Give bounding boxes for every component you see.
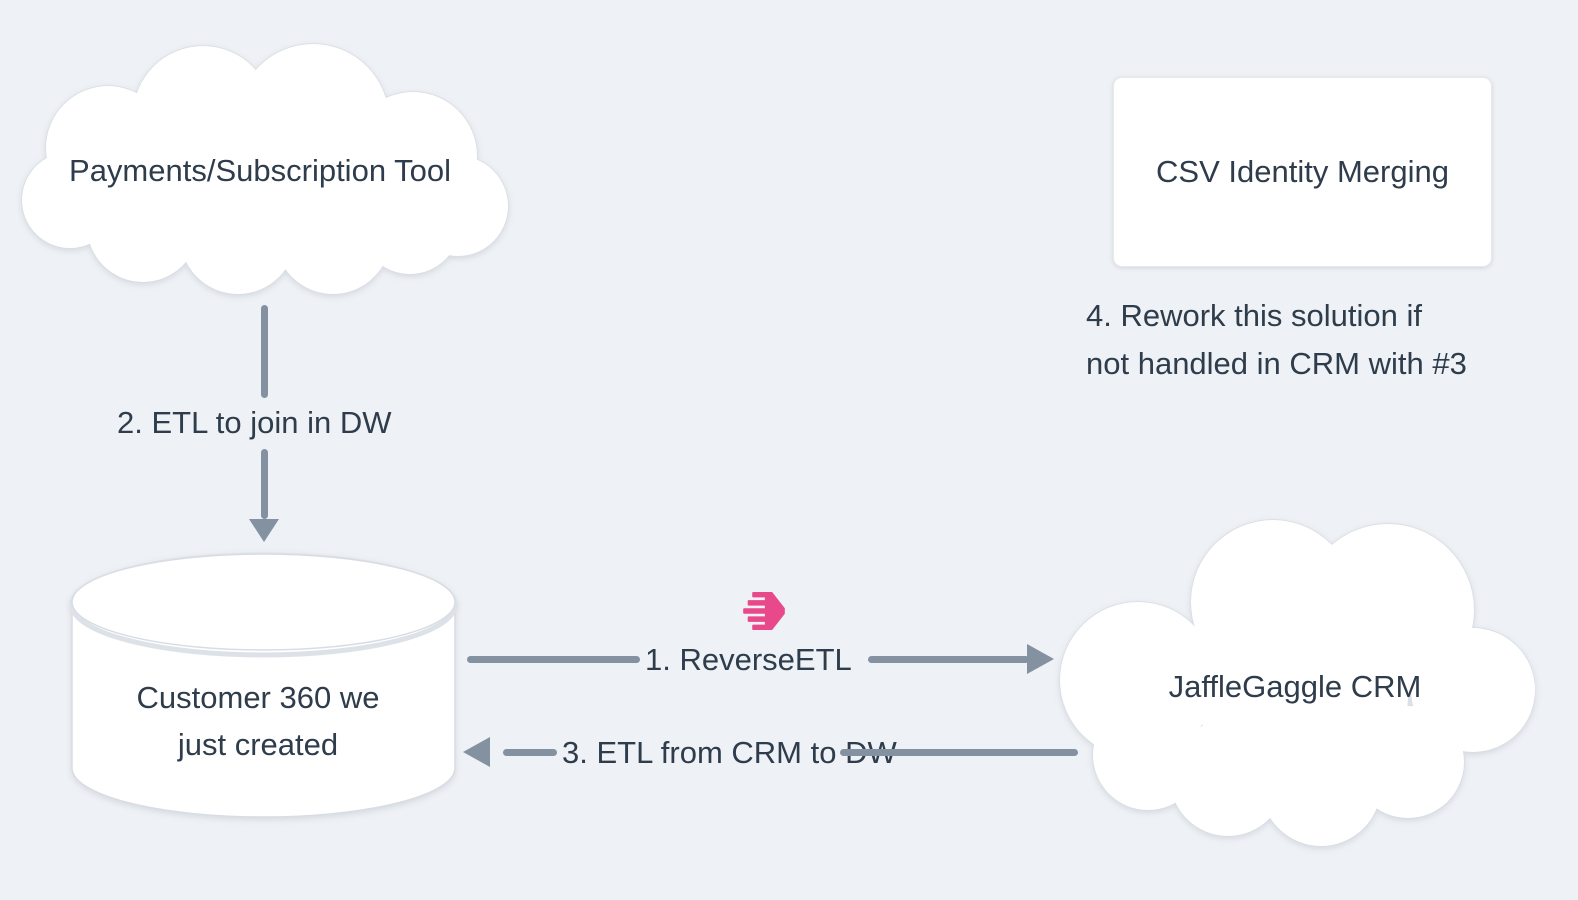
customer-360-label-line1: Customer 360 we — [136, 680, 380, 715]
customer-360-label: Customer 360 we just created — [80, 674, 436, 768]
edge-reverse-etl-line-left — [467, 656, 640, 663]
customer-360-cylinder-shape — [70, 552, 458, 818]
rework-note-line1: 4. Rework this solution if — [1086, 298, 1422, 333]
customer-360-label-line2: just created — [177, 727, 339, 762]
edge-etl-from-crm-line-right — [840, 749, 1078, 756]
payments-cloud-shape — [21, 43, 509, 295]
hightouch-logo-icon — [743, 592, 785, 630]
edge-etl-to-join-line-top — [261, 305, 268, 398]
rework-note: 4. Rework this solution if not handled i… — [1086, 292, 1467, 388]
edge-reverse-etl-line-right — [868, 656, 1029, 663]
edge-reverse-etl-label: 1. ReverseETL — [645, 642, 852, 677]
edge-etl-to-join-line-bottom — [261, 449, 268, 519]
arrowhead-right-icon — [1027, 644, 1054, 674]
arrowhead-left-icon — [463, 737, 490, 767]
crm-cloud-shape — [1059, 519, 1535, 847]
crm-cloud-label: JaffleGaggle CRM — [1168, 669, 1422, 704]
edge-etl-from-crm-line-left — [503, 749, 557, 756]
edge-etl-to-join-label: 2. ETL to join in DW — [117, 405, 392, 440]
csv-identity-merging-card: CSV Identity Merging — [1113, 77, 1492, 267]
rework-note-line2: not handled in CRM with #3 — [1086, 346, 1467, 381]
csv-identity-merging-label: CSV Identity Merging — [1156, 154, 1449, 189]
payments-cloud-label: Payments/Subscription Tool — [69, 153, 451, 188]
arrowhead-down-icon — [249, 519, 279, 542]
